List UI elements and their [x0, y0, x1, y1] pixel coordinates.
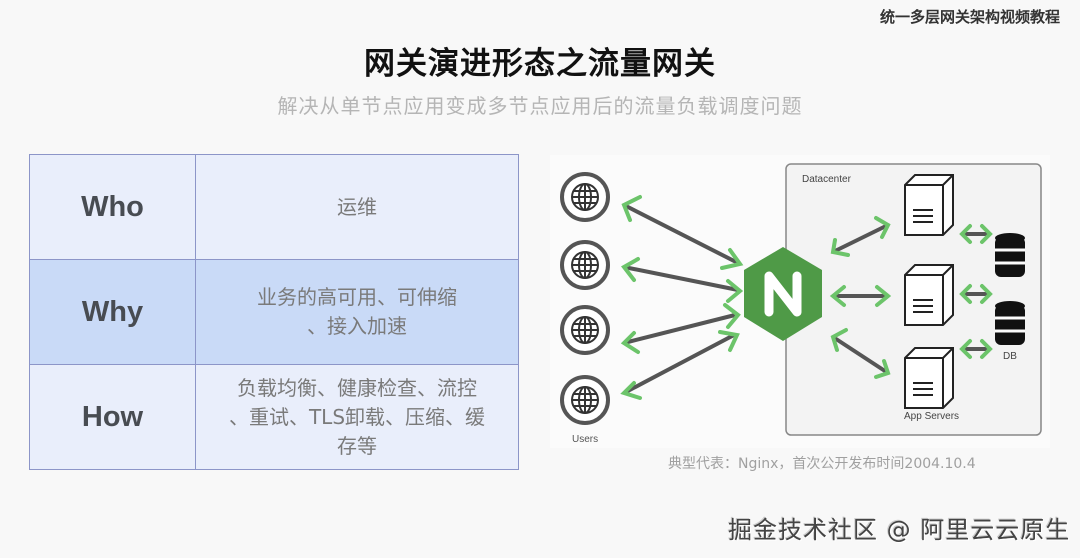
- database-icon: [993, 231, 1027, 279]
- arrow-head-icons: [620, 195, 744, 400]
- value-line: 存等: [337, 433, 377, 458]
- user-connection-lines: [623, 203, 739, 395]
- arrow-head-icons: [829, 216, 993, 379]
- globe-icon: [560, 375, 610, 425]
- datacenter-label: Datacenter: [802, 174, 852, 185]
- globe-icon: [560, 305, 610, 355]
- value-line: 、重试、TLS卸载、压缩、缓: [228, 404, 486, 429]
- table-row-why: Why 业务的高可用、可伸缩 、接入加速: [29, 259, 519, 365]
- row-key: How: [29, 364, 196, 470]
- row-key: Who: [29, 154, 196, 260]
- nginx-gateway-icon: [744, 247, 822, 341]
- page-title: 网关演进形态之流量网关: [364, 46, 716, 82]
- users-label: Users: [572, 434, 598, 445]
- watermark: 掘金技术社区 @ 阿里云云原生: [728, 516, 1071, 544]
- globe-icon: [560, 240, 610, 290]
- server-connection-lines: [831, 223, 990, 375]
- row-value: 运维: [195, 154, 519, 260]
- globe-icon: [560, 172, 610, 222]
- db-icons: DB: [993, 231, 1027, 362]
- value-line: 业务的高可用、可伸缩: [257, 285, 457, 309]
- nginx-architecture-diagram: Datacenter Users: [550, 155, 1050, 448]
- who-why-how-table: Who 运维 Why 业务的高可用、可伸缩 、接入加速 How 负载均衡、健康检…: [29, 154, 519, 470]
- app-server-icons: App Servers: [904, 174, 959, 422]
- database-icon: [993, 299, 1027, 347]
- course-tag: 统一多层网关架构视频教程: [879, 8, 1060, 26]
- db-label: DB: [1003, 351, 1017, 362]
- row-value: 业务的高可用、可伸缩 、接入加速: [195, 259, 519, 365]
- value-line: 、接入加速: [307, 314, 407, 338]
- page-subtitle: 解决从单节点应用变成多节点应用后的流量负载调度问题: [277, 94, 803, 118]
- server-icon: [904, 347, 954, 409]
- caption: 典型代表：Nginx，首次公开发布时间2004.10.4: [668, 456, 976, 472]
- table-row-how: How 负载均衡、健康检查、流控 、重试、TLS卸载、压缩、缓 存等: [29, 364, 519, 470]
- row-key: Why: [29, 259, 196, 365]
- server-icon: [904, 264, 954, 326]
- table-row-who: Who 运维: [29, 154, 519, 260]
- server-icon: [904, 174, 954, 236]
- app-servers-label: App Servers: [904, 411, 959, 422]
- value-line: 运维: [337, 194, 377, 219]
- value-line: 负载均衡、健康检查、流控: [237, 375, 477, 400]
- row-value: 负载均衡、健康检查、流控 、重试、TLS卸载、压缩、缓 存等: [195, 364, 519, 470]
- user-globe-icons: Users: [560, 172, 610, 445]
